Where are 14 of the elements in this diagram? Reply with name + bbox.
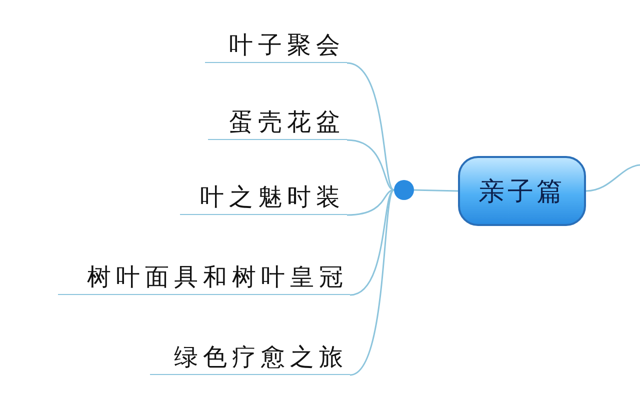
- topic-box: 亲子篇: [458, 156, 586, 226]
- branch-label: 绿色疗愈之旅: [150, 342, 350, 375]
- connector-line: [346, 62, 395, 191]
- connector-line: [586, 164, 640, 192]
- branch-label: 树叶面具和树叶皇冠: [58, 262, 350, 295]
- connector-line: [350, 190, 395, 376]
- connector-line: [414, 189, 458, 192]
- branch-label: 叶之魅时装: [180, 182, 347, 215]
- connector-line: [346, 189, 394, 216]
- branch-label: 叶子聚会: [205, 30, 347, 63]
- connector-line: [346, 139, 394, 191]
- connector-line: [350, 189, 394, 296]
- junction-dot: [394, 180, 414, 200]
- branch-label: 蛋壳花盆: [208, 107, 347, 140]
